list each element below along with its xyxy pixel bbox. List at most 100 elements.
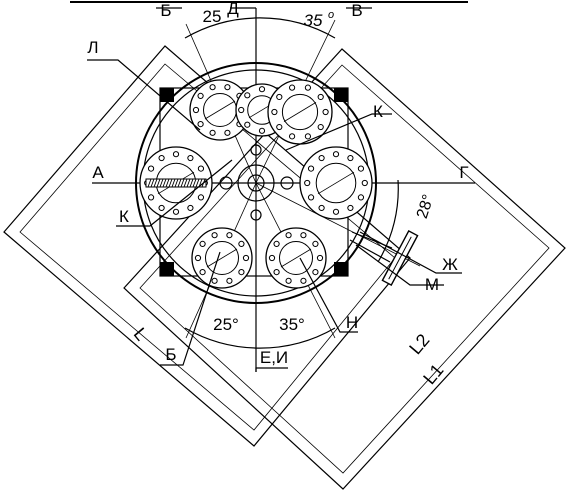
bolt-hole — [273, 269, 280, 276]
leader-l — [87, 59, 201, 131]
bolt-hole — [199, 269, 206, 276]
bolt-hole — [258, 86, 266, 93]
bolt-hole — [258, 127, 266, 134]
bolt-hole — [242, 254, 250, 262]
bolt-hole — [172, 151, 180, 158]
dim-l1: L1 — [419, 360, 447, 388]
label-d: Д — [227, 0, 239, 18]
bolt-hole — [273, 240, 280, 247]
label-b-top: Б — [160, 1, 171, 20]
bolt-hole — [226, 277, 233, 284]
label-b-bottom: Б — [165, 345, 176, 364]
angle-25-bottom: 25° — [213, 315, 239, 334]
bolt-hole — [276, 93, 283, 101]
bolt-hole — [158, 154, 165, 162]
flange-group — [139, 79, 373, 289]
flange-right — [299, 146, 373, 220]
flange-bottom-right — [265, 227, 327, 289]
leader-k-upper — [285, 113, 392, 151]
bolt-hole — [300, 232, 307, 239]
bolt-hole — [224, 84, 231, 91]
flange-bottom-left — [191, 227, 253, 289]
label-k-lower: К — [119, 207, 129, 226]
bolt-hole — [244, 121, 251, 128]
hub-outer — [237, 164, 275, 202]
housing-corner-tr — [334, 88, 348, 102]
bolt-hole — [197, 194, 205, 201]
bolt-hole — [347, 204, 354, 212]
hub-right-hole — [280, 176, 294, 190]
bolt-hole — [285, 277, 292, 284]
label-k-upper: К — [373, 102, 383, 121]
leader-n — [299, 257, 358, 333]
label-a: А — [92, 163, 104, 182]
bolt-hole — [318, 154, 325, 162]
housing-corner-bl — [160, 262, 174, 276]
label-g: Г — [459, 163, 468, 182]
dim-l2: L2 — [405, 330, 433, 358]
bolt-hole — [147, 165, 155, 172]
bolt-hole — [238, 240, 245, 247]
bolt-hole — [288, 84, 296, 91]
angle-25-top: 25 — [203, 7, 222, 26]
bolt-hole — [318, 204, 325, 212]
bolt-hole — [285, 232, 292, 239]
frame-left — [3, 45, 411, 447]
leader-m — [355, 244, 444, 286]
flange-top-left — [189, 79, 251, 141]
hub-left-hole — [219, 176, 233, 190]
right-dim-arc — [377, 179, 399, 263]
bolt-hole — [347, 154, 354, 162]
label-l: Л — [87, 38, 98, 57]
leader-b-bottom — [160, 251, 221, 366]
bolt-hole — [209, 129, 216, 136]
bolt-hole — [211, 232, 218, 239]
bolt-hole — [307, 165, 315, 172]
bolt-hole — [276, 123, 283, 131]
bolt-hole — [332, 208, 340, 215]
left-bar-hatching — [147, 178, 206, 188]
hub-bottom-hole — [250, 209, 262, 221]
bolt-hole — [197, 165, 205, 172]
bolt-hole — [312, 269, 319, 276]
angle-28: 28° — [414, 192, 438, 220]
bolt-hole — [187, 204, 194, 212]
bolt-hole — [322, 108, 329, 116]
flange-top-right — [267, 79, 333, 145]
radial-28 — [255, 182, 421, 267]
bolt-hole — [300, 277, 307, 284]
left-bar — [145, 178, 207, 188]
bolt-hole — [211, 277, 218, 284]
dim-l: L — [130, 324, 152, 345]
frame-right-inner — [139, 64, 550, 474]
bolt-hole — [194, 254, 202, 262]
bolt-hole — [172, 208, 180, 215]
bolt-hole — [199, 240, 206, 247]
bolt-hole — [332, 151, 340, 158]
hub-inner — [247, 174, 265, 192]
bottom-dim-arc — [184, 327, 336, 349]
housing-corner-tl — [160, 88, 174, 102]
bolt-hole — [226, 232, 233, 239]
bolt-hole — [357, 194, 365, 201]
bolt-hole — [238, 269, 245, 276]
leader-ei — [255, 367, 288, 372]
bolt-hole — [192, 106, 200, 114]
bolt-hole — [361, 179, 368, 187]
angle-35-bottom: 35° — [279, 315, 305, 334]
bolt-hole — [209, 84, 216, 91]
bolt-hole — [317, 93, 324, 101]
bolt-hole — [304, 179, 311, 187]
bolt-hole — [307, 194, 315, 201]
bolt-hole — [288, 133, 296, 140]
bolt-hole — [187, 154, 194, 162]
bolt-hole — [147, 194, 155, 201]
bolt-hole — [197, 92, 204, 99]
top-dim-arc — [184, 17, 336, 39]
leader-k-lower — [116, 159, 233, 227]
label-v: В — [351, 1, 362, 20]
angle-35-top-deg: о — [328, 9, 334, 21]
bolt-hole — [197, 121, 204, 128]
